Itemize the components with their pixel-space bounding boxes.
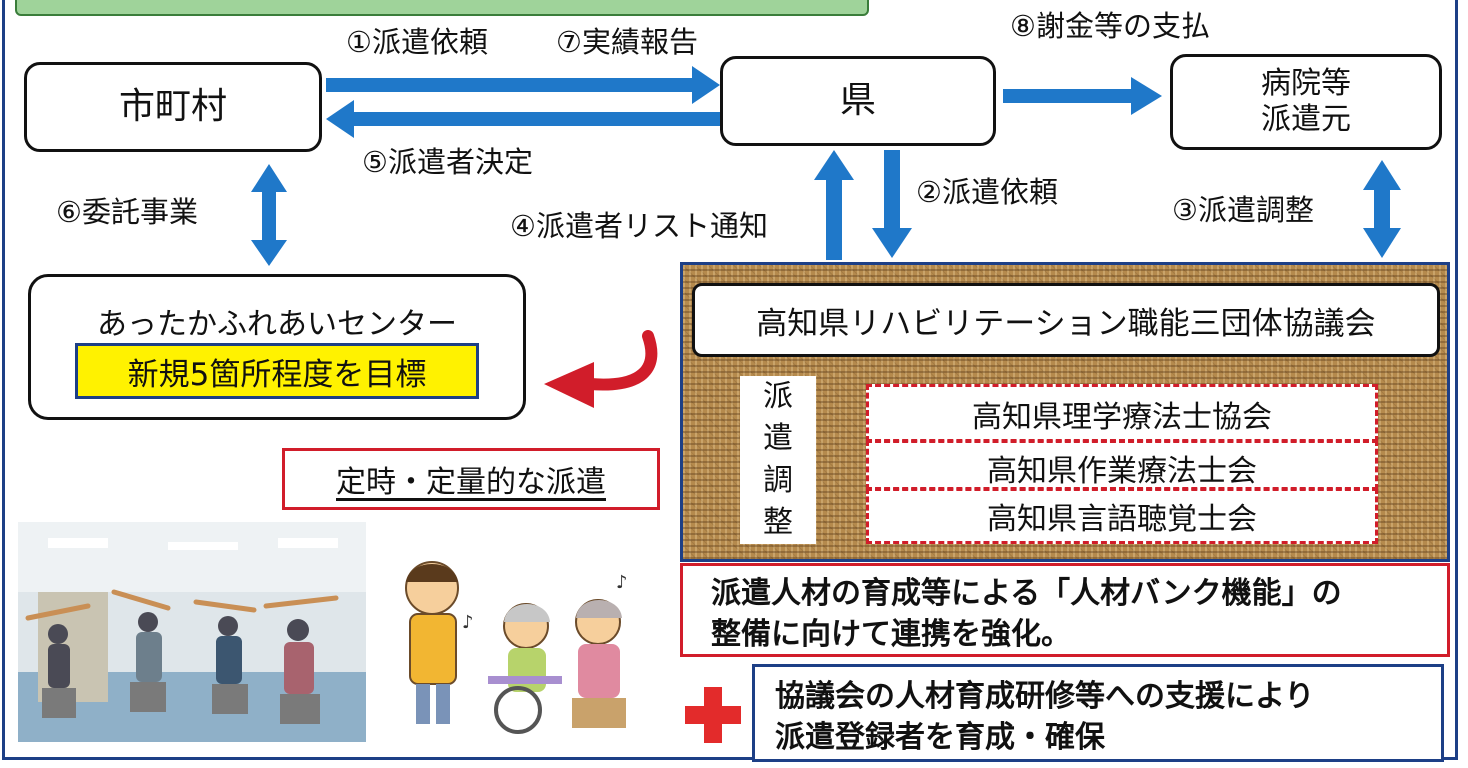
council-title: 高知県リハビリテーション職能三団体協議会 <box>756 305 1376 342</box>
support-line1: 協議会の人材育成研修等への支援により <box>775 679 1315 714</box>
svg-text:♪: ♪ <box>616 572 628 593</box>
goal-text: 新規5箇所程度を目標 <box>127 356 427 393</box>
flow-label-3: ③派遣調整 <box>1172 193 1314 227</box>
goal-badge: 新規5箇所程度を目標 <box>75 343 479 399</box>
flow-label-5: ⑤派遣者決定 <box>362 145 533 179</box>
flow-label-2: ②派遣依頼 <box>916 175 1058 209</box>
vertical-char: 派 <box>763 379 793 414</box>
arrow-municipality-center <box>251 164 287 266</box>
regular-dispatch-box: 定時・定量的な派遣 <box>282 448 660 510</box>
flow-label-8: ⑧謝金等の支払 <box>1010 9 1210 43</box>
fureai-center-box: あったかふれあいセンター 新規5箇所程度を目標 <box>28 274 526 420</box>
dashed-border-ot <box>866 440 1378 490</box>
support-line2: 派遣登録者を育成・確保 <box>775 719 1105 755</box>
support-box: 協議会の人材育成研修等への支援により 派遣登録者を育成・確保 <box>752 664 1444 762</box>
arrow-hospital-council <box>1363 160 1401 258</box>
association-ot: 高知県作業療法士会 <box>987 454 1257 489</box>
regular-dispatch-text: 定時・定量的な派遣 <box>336 465 606 500</box>
arrow-municipality-to-prefecture <box>326 66 720 104</box>
flow-label-4: ④派遣者リスト通知 <box>510 209 768 243</box>
vertical-char: 遣 <box>763 421 793 456</box>
exercise-class-photo <box>18 522 366 742</box>
hospital-label-line1: 病院等 <box>1261 66 1351 101</box>
caregiver-illustration: ♪ ♪ <box>392 548 642 738</box>
flow-label-7: ⑦実績報告 <box>556 25 698 59</box>
associations-box: 高知県理学療法士協会 高知県作業療法士会 高知県言語聴覚士会 <box>866 384 1378 544</box>
association-st: 高知県言語聴覚士会 <box>987 502 1257 537</box>
arrow-prefecture-to-council <box>872 150 912 258</box>
talent-bank-line1: 派遣人材の育成等による「人材バンク機能」の <box>711 576 1342 611</box>
council-title-box: 高知県リハビリテーション職能三団体協議会 <box>692 283 1440 357</box>
center-title: あったかふれあいセンター <box>97 307 457 342</box>
flow-label-6: ⑥委託事業 <box>56 195 198 229</box>
hospital-box: 病院等 派遣元 <box>1170 54 1442 150</box>
municipality-box: 市町村 <box>24 62 322 152</box>
arrow-council-to-prefecture <box>814 150 854 260</box>
municipality-label: 市町村 <box>118 86 227 128</box>
dashed-border-st <box>866 488 1378 544</box>
svg-text:♪: ♪ <box>462 612 474 633</box>
prefecture-box: 県 <box>720 56 996 146</box>
dispatch-coordination-vertical: 派 遣 調 整 <box>740 376 816 544</box>
arrow-prefecture-to-municipality <box>326 100 720 138</box>
title-banner <box>15 0 869 16</box>
hospital-label-line2: 派遣元 <box>1261 102 1351 137</box>
flow-label-1: ①派遣依頼 <box>346 25 488 59</box>
talent-bank-box: 派遣人材の育成等による「人材バンク機能」の 整備に向けて連携を強化。 <box>680 563 1450 657</box>
vertical-char: 調 <box>763 463 793 498</box>
vertical-char: 整 <box>763 505 793 540</box>
association-pt: 高知県理学療法士協会 <box>972 400 1272 435</box>
dashed-border-pt <box>866 384 1378 442</box>
talent-bank-line2: 整備に向けて連携を強化。 <box>711 616 1071 652</box>
curved-red-arrow <box>544 330 658 408</box>
arrow-prefecture-to-hospital <box>1003 77 1162 115</box>
prefecture-label: 県 <box>839 80 876 122</box>
plus-icon <box>685 687 741 743</box>
